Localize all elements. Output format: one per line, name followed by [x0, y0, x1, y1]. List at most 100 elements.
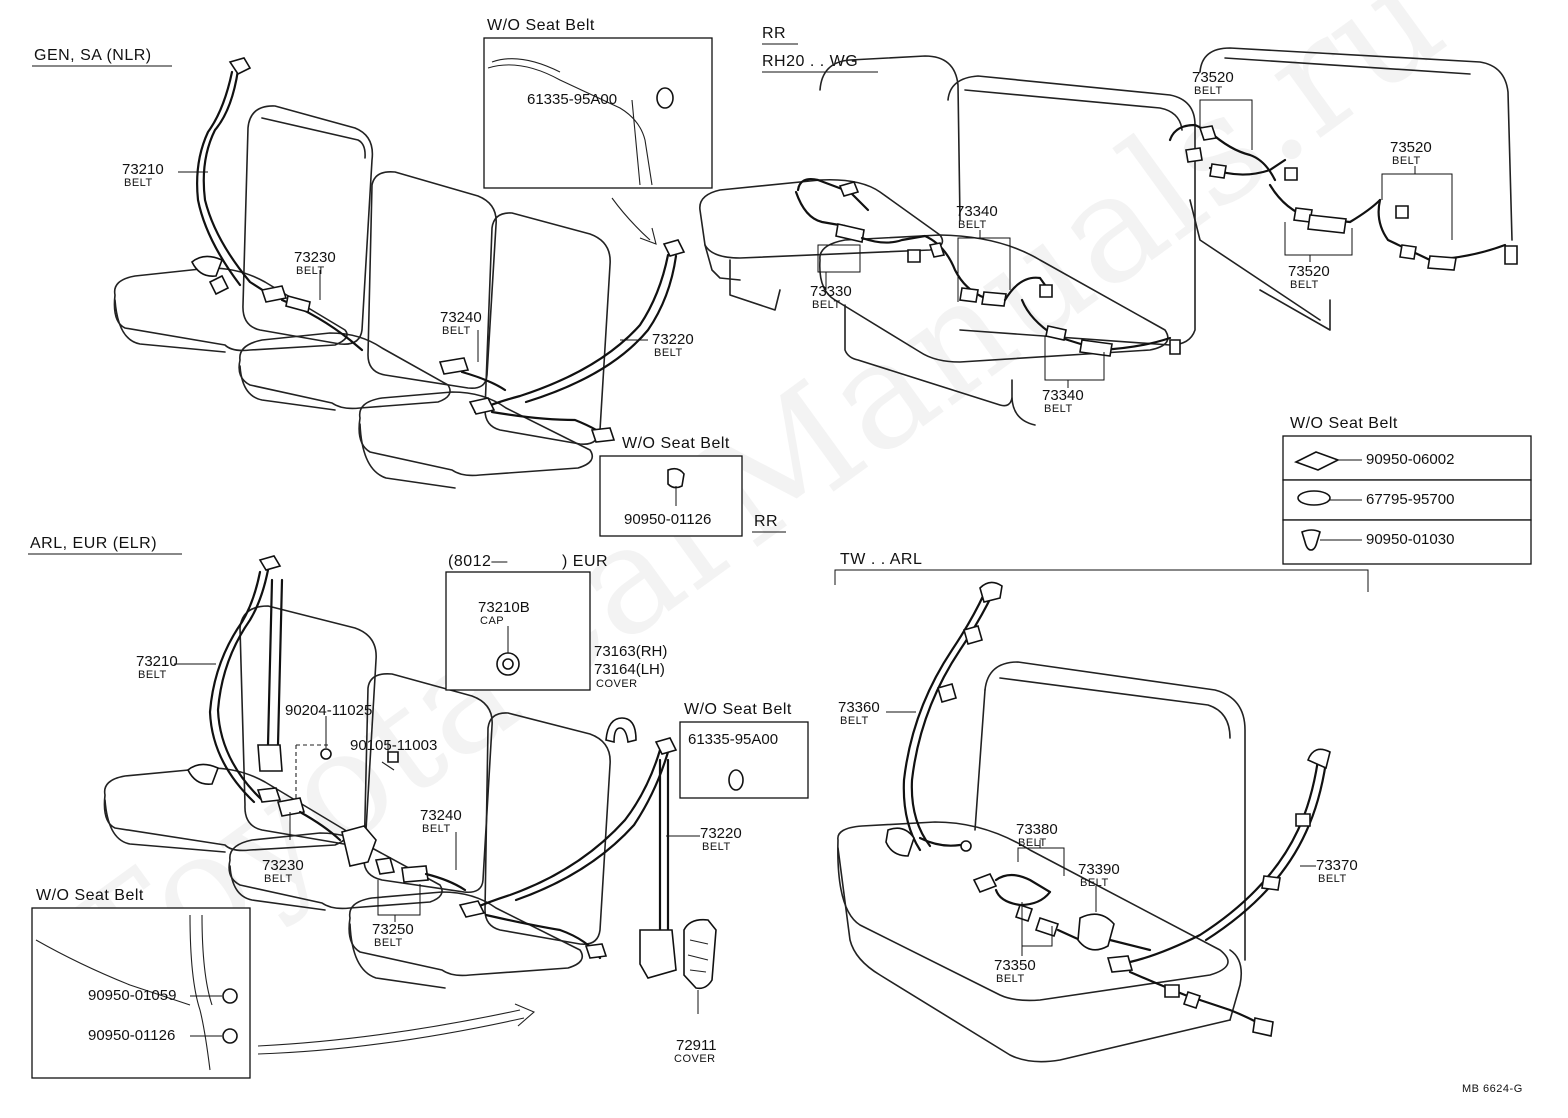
label-73230-bottom: 73230 BELT	[262, 857, 304, 885]
svg-text:73210: 73210	[122, 161, 164, 178]
wo4-part-number: 61335-95A00	[688, 731, 778, 748]
label-90105-11003: 90105-11003	[350, 737, 437, 754]
svg-text:73340: 73340	[1042, 387, 1084, 404]
svg-text:90204-11025: 90204-11025	[285, 702, 372, 719]
wo1-part-number: 61335-95A00	[527, 91, 617, 108]
svg-text:BELT: BELT	[702, 841, 731, 853]
svg-text:90105-11003: 90105-11003	[350, 737, 437, 754]
wo5-part-1: 90950-01059	[88, 987, 176, 1004]
svg-text:W/O Seat Belt: W/O Seat Belt	[36, 887, 144, 904]
section-title-rr-top: RR	[762, 25, 786, 42]
svg-text:73240: 73240	[440, 309, 482, 326]
svg-text:COVER: COVER	[596, 678, 638, 690]
svg-text:BELT: BELT	[124, 177, 153, 189]
label-73360: 73360 BELT	[838, 699, 880, 727]
svg-text:73230: 73230	[294, 249, 336, 266]
label-90204-11025: 90204-11025	[285, 702, 372, 719]
tw-seat-assembly	[837, 661, 1246, 1063]
svg-text:W/O Seat Belt: W/O Seat Belt	[487, 17, 595, 34]
svg-text:BELT: BELT	[840, 715, 869, 727]
doc-code: MB 6624-G	[1462, 1083, 1523, 1095]
label-73250: 73250 BELT	[372, 921, 414, 949]
wo-seat-belt-box-2: W/O Seat Belt 90950-01126	[599, 435, 743, 537]
wo-seat-belt-box-3: W/O Seat Belt 90950-06002 67795-95700 90…	[1282, 415, 1532, 565]
svg-text:73370: 73370	[1316, 857, 1358, 874]
svg-text:73163(RH): 73163(RH)	[594, 643, 667, 660]
label-72911: 72911 COVER	[674, 1037, 717, 1065]
svg-text:BELT: BELT	[264, 873, 293, 885]
svg-text:W/O Seat Belt: W/O Seat Belt	[1290, 415, 1398, 432]
svg-text:73240: 73240	[420, 807, 462, 824]
svg-text:BELT: BELT	[138, 669, 167, 681]
svg-text:73390: 73390	[1078, 861, 1120, 878]
label-73240-top: 73240 BELT	[440, 309, 482, 337]
svg-text:73360: 73360	[838, 699, 880, 716]
svg-text:BELT: BELT	[654, 347, 683, 359]
arl-belts	[187, 555, 717, 990]
svg-text:72911: 72911	[676, 1037, 717, 1054]
label-73340-a: 73340 BELT	[956, 203, 998, 231]
label-73520-c: 73520 BELT	[1288, 263, 1330, 291]
svg-text:BELT: BELT	[958, 219, 987, 231]
svg-text:BELT: BELT	[1290, 279, 1319, 291]
section-title-gen: GEN, SA (NLR)	[34, 47, 152, 64]
label-73220-top: 73220 BELT	[652, 331, 694, 359]
cap-box: 73210B CAP	[445, 571, 591, 691]
svg-text:73380: 73380	[1016, 821, 1058, 838]
svg-text:73520: 73520	[1288, 263, 1330, 280]
wo2-part-number: 90950-01126	[624, 511, 711, 528]
label-73520-a: 73520 BELT	[1192, 69, 1234, 97]
label-73163-73164: 73163(RH) 73164(LH) COVER	[594, 643, 667, 690]
wo-seat-belt-box-1: W/O Seat Belt 61335-95A00	[483, 17, 713, 245]
svg-text:73220: 73220	[652, 331, 694, 348]
svg-text:BELT: BELT	[1018, 837, 1047, 849]
svg-text:BELT: BELT	[422, 823, 451, 835]
svg-text:W/O Seat Belt: W/O Seat Belt	[622, 435, 730, 452]
svg-text:W/O Seat Belt: W/O Seat Belt	[684, 701, 792, 718]
svg-text:BELT: BELT	[442, 325, 471, 337]
svg-text:BELT: BELT	[1044, 403, 1073, 415]
section-title-tw: TW . . ARL	[840, 551, 922, 568]
tw-belts	[885, 581, 1331, 1037]
svg-text:73340: 73340	[956, 203, 998, 220]
svg-text:BELT: BELT	[374, 937, 403, 949]
svg-text:BELT: BELT	[296, 265, 325, 277]
svg-text:COVER: COVER	[674, 1053, 716, 1065]
label-73390: 73390 BELT	[1078, 861, 1120, 889]
svg-text:73330: 73330	[810, 283, 852, 300]
svg-text:BELT: BELT	[1194, 85, 1223, 97]
rr-belts	[794, 123, 1518, 357]
svg-text:73210: 73210	[136, 653, 178, 670]
svg-text:BELT: BELT	[1080, 877, 1109, 889]
wo3-item-3: 90950-01030	[1366, 531, 1454, 548]
label-73210-bottom: 73210 BELT	[136, 653, 178, 681]
eur-range-end: ) EUR	[562, 553, 608, 570]
svg-text:73250: 73250	[372, 921, 414, 938]
gen-belts	[191, 57, 686, 443]
svg-text:73164(LH): 73164(LH)	[594, 661, 665, 678]
label-73330: 73330 BELT	[810, 283, 852, 311]
label-73340-b: 73340 BELT	[1042, 387, 1084, 415]
label-73520-b: 73520 BELT	[1390, 139, 1432, 167]
cap-desc: CAP	[480, 615, 504, 627]
label-73240-bottom: 73240 BELT	[420, 807, 462, 835]
label-73220-bottom: 73220 BELT	[700, 825, 742, 853]
svg-text:73520: 73520	[1390, 139, 1432, 156]
wo3-item-1: 90950-06002	[1366, 451, 1454, 468]
svg-text:BELT: BELT	[1318, 873, 1347, 885]
svg-text:73230: 73230	[262, 857, 304, 874]
section-title-arl: ARL, EUR (ELR)	[30, 535, 157, 552]
cap-part-number: 73210B	[478, 599, 530, 616]
svg-text:BELT: BELT	[996, 973, 1025, 985]
eur-range-start: (8012—	[448, 553, 508, 570]
section-title-rr-mid: RR	[754, 513, 778, 530]
gen-seat-assembly	[113, 105, 611, 489]
label-73350: 73350 BELT	[994, 957, 1036, 985]
svg-text:BELT: BELT	[812, 299, 841, 311]
svg-text:73350: 73350	[994, 957, 1036, 974]
section-title-rr-model: RH20 . . WG	[762, 53, 858, 70]
label-73230-top: 73230 BELT	[294, 249, 336, 277]
svg-text:BELT: BELT	[1392, 155, 1421, 167]
label-73370: 73370 BELT	[1316, 857, 1358, 885]
